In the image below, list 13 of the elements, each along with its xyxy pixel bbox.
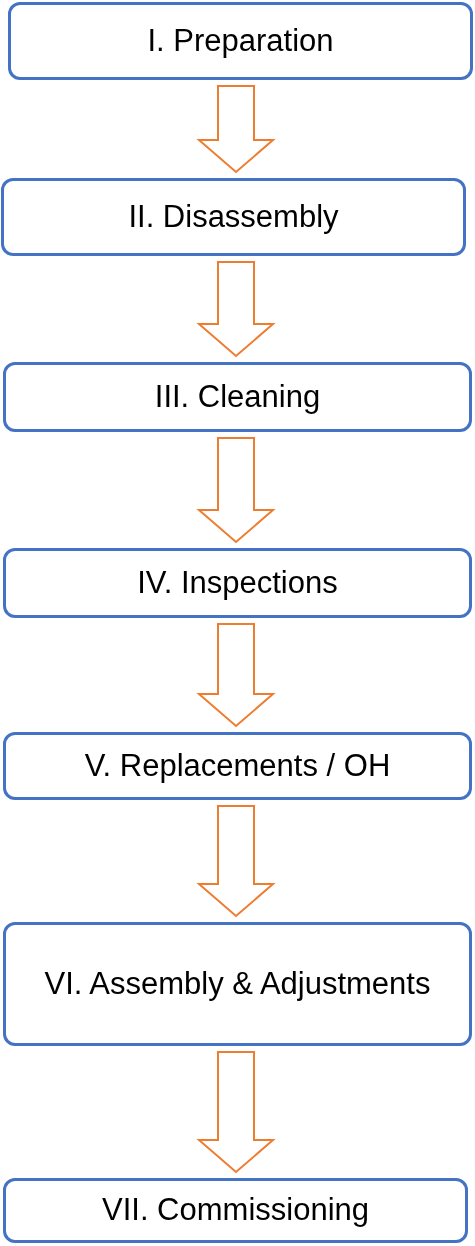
process-box: III. Cleaning (3, 362, 472, 432)
block-arrow (196, 623, 276, 728)
block-arrow (196, 261, 276, 358)
process-box: I. Preparation (8, 2, 473, 80)
process-box: II. Disassembly (1, 178, 466, 256)
process-box: IV. Inspections (3, 548, 472, 618)
block-arrow (196, 437, 276, 544)
process-box: VI. Assembly & Adjustments (3, 922, 472, 1046)
process-box: V. Replacements / OH (3, 732, 472, 800)
process-box: VII. Commissioning (3, 1178, 468, 1243)
block-arrow (196, 85, 276, 174)
block-arrow (196, 805, 276, 918)
block-arrow (196, 1051, 276, 1174)
